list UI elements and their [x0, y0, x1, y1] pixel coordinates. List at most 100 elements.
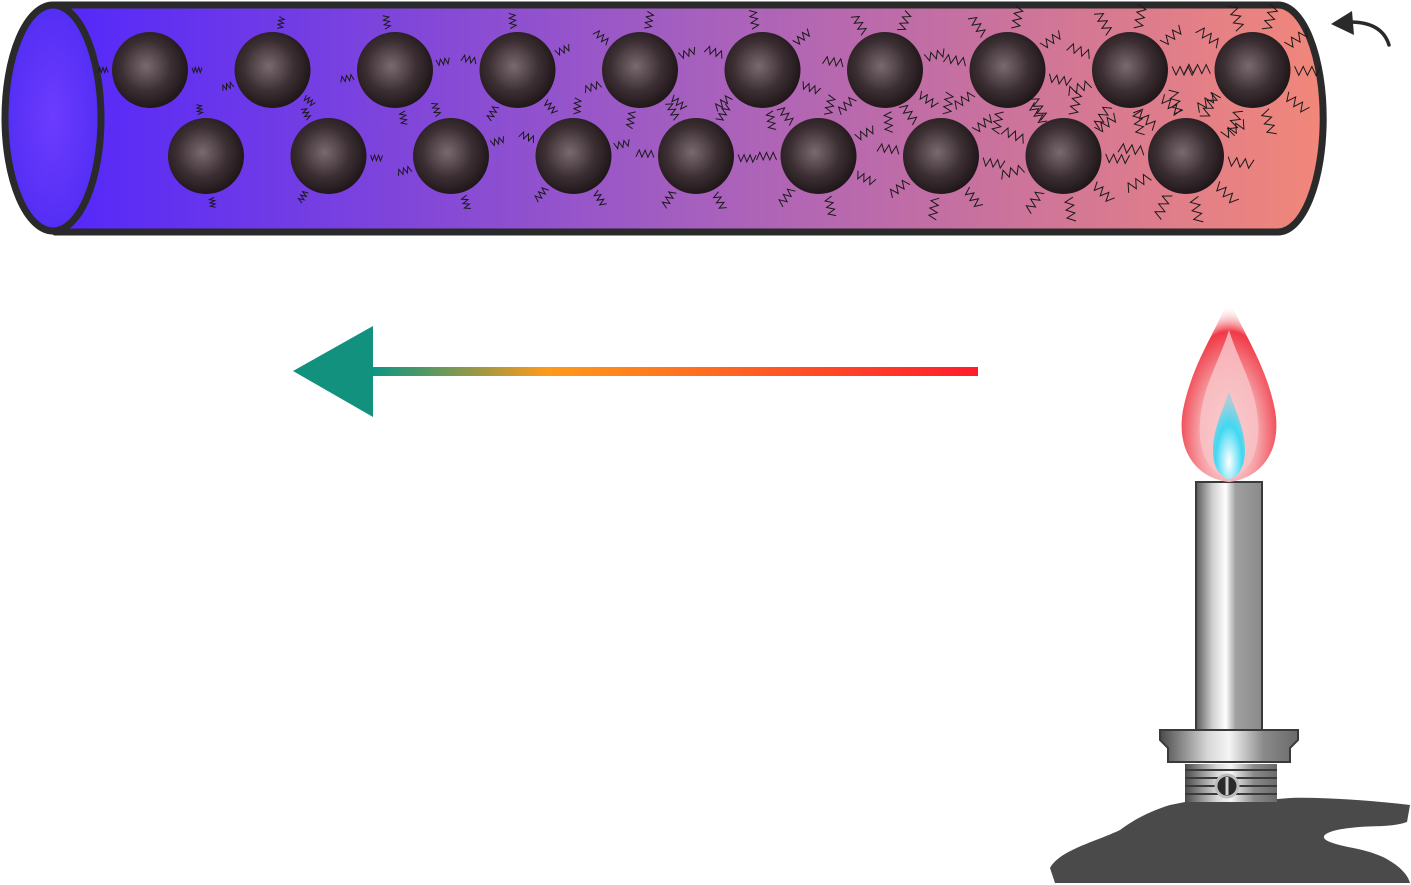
particle [168, 118, 244, 194]
vibration-line [543, 99, 559, 114]
vibration-line [1011, 5, 1024, 29]
vibration-line [1029, 98, 1048, 121]
vibration-line [889, 179, 911, 199]
vibration-line [1228, 5, 1245, 32]
vibration-line [635, 148, 655, 159]
vibration-line [303, 94, 316, 107]
vibration-line [1068, 79, 1093, 96]
vibration-line [1105, 153, 1131, 165]
vibration-line [1093, 106, 1113, 130]
vibration-line [837, 96, 857, 116]
vibration-line [919, 90, 939, 109]
vibration-line [1094, 112, 1117, 133]
vibration-line [1189, 195, 1204, 223]
particle [290, 118, 367, 194]
vibration-line [1227, 156, 1255, 170]
vibration-line [460, 194, 471, 209]
vibration-line [1226, 110, 1244, 137]
vibration-line [276, 16, 286, 29]
particle [724, 32, 801, 108]
particle [1214, 32, 1291, 108]
vibration-line [854, 125, 874, 141]
vibration-line [942, 91, 955, 115]
bunsen-burner-icon [1050, 296, 1410, 883]
vibration-line [748, 10, 760, 30]
vibration-line [485, 106, 500, 122]
vibration-line [1197, 91, 1221, 113]
vibration-line [340, 73, 355, 83]
vibration-line [1117, 142, 1145, 156]
vibration-line [876, 142, 900, 155]
vibration-line [1153, 195, 1173, 220]
vibration-line [778, 188, 796, 208]
vibration-line [207, 196, 217, 208]
vibration-line [382, 15, 392, 30]
vibration-line [489, 136, 504, 147]
vibration-line [1216, 181, 1239, 204]
vibration-line [222, 81, 235, 91]
particle [1148, 118, 1224, 194]
particle [1092, 32, 1168, 108]
vibration-line [1168, 89, 1183, 117]
vibration-line [592, 189, 607, 206]
particle [969, 32, 1046, 108]
vibration-line [1127, 173, 1152, 193]
curved-arrow-icon [1331, 11, 1391, 47]
vibration-line [191, 65, 203, 75]
vibration-line [712, 191, 727, 209]
vibration-line [507, 12, 518, 29]
vibration-line [1039, 30, 1061, 49]
vibration-line [857, 170, 877, 186]
vibration-line [1261, 3, 1279, 30]
arrow-head [293, 326, 373, 417]
particle [903, 118, 979, 194]
burner-nut [1159, 729, 1299, 763]
particle [780, 118, 857, 194]
vibration-line [1093, 13, 1113, 36]
vibration-line [431, 103, 442, 118]
vibration-line [882, 111, 894, 133]
vibration-line [195, 104, 205, 116]
vibration-line [584, 80, 602, 94]
vibration-line [982, 157, 1006, 170]
vibration-line [1294, 65, 1322, 77]
vibration-line [1063, 196, 1077, 222]
vibration-line [737, 153, 757, 164]
vibration-line [1286, 91, 1310, 113]
vibration-line [991, 111, 1004, 135]
vibration-line [460, 53, 477, 65]
particle [658, 118, 734, 194]
vibration-line [715, 103, 731, 121]
vibration-line [1025, 191, 1045, 214]
vibration-line [756, 151, 777, 162]
particle [413, 118, 489, 194]
vibration-line [97, 65, 109, 75]
burner-base [1050, 797, 1410, 883]
vibration-line [300, 108, 312, 121]
vibration-line [971, 113, 993, 133]
vibration-line [1284, 27, 1308, 49]
particle [1025, 118, 1102, 194]
vibration-line [1068, 90, 1083, 115]
vibration-line [822, 55, 844, 68]
vibration-line [714, 94, 733, 112]
vibration-line [1195, 27, 1219, 49]
vibration-line [703, 45, 723, 59]
vibration-line [824, 94, 837, 115]
vibration-line [964, 186, 984, 208]
particle [112, 32, 188, 108]
vibration-line [398, 110, 408, 125]
vibration-line [592, 29, 609, 46]
vibration-line [1133, 108, 1156, 131]
vibration-line [1000, 126, 1024, 144]
vibration-line [923, 48, 945, 62]
vibration-line [534, 187, 549, 203]
vibration-line [897, 10, 912, 31]
vibration-line [1093, 181, 1115, 203]
vibration-line [1171, 65, 1197, 77]
vibration-line [435, 57, 450, 67]
vibration-line [1131, 110, 1145, 136]
particle [479, 32, 556, 108]
